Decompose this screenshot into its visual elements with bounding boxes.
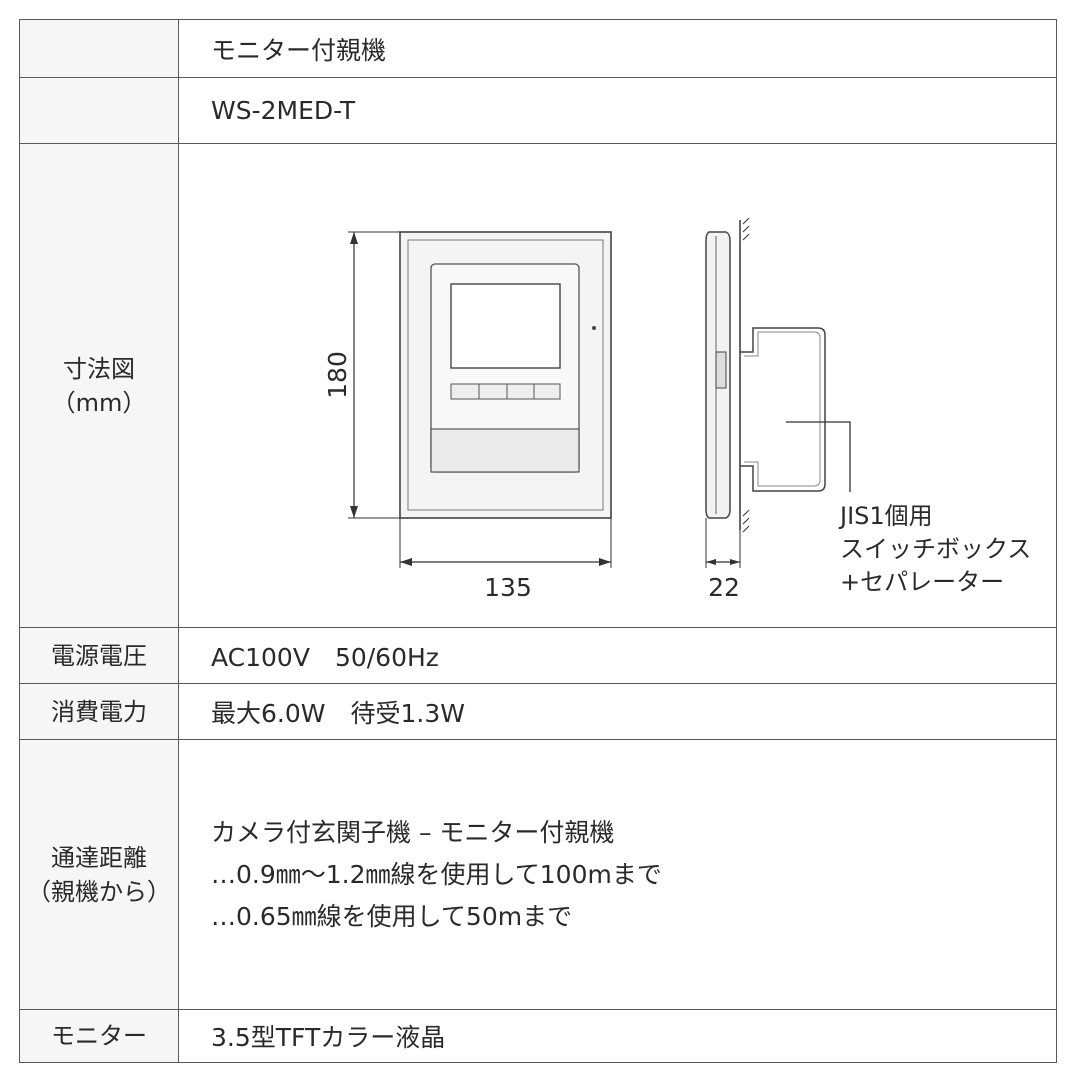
table-row-dimensions: 寸法図 （mm）	[20, 144, 1056, 628]
power-consumption-label: 消費電力	[20, 684, 179, 739]
power-voltage-value: AC100V 50/60Hz	[211, 642, 439, 672]
depth-dimension: 22	[705, 518, 741, 602]
height-dimension: 180	[323, 231, 400, 519]
distance-line: …0.65㎜線を使用して50mまで	[211, 902, 573, 931]
distance-line: …0.9㎜～1.2㎜線を使用して100mまで	[211, 860, 662, 889]
model-number-value: WS-2MED-T	[211, 96, 356, 125]
width-dimension: 135	[399, 518, 612, 602]
power-voltage-label: 電源電圧	[20, 628, 179, 683]
width-value: 135	[484, 573, 532, 602]
power-consumption-value: 最大6.0W 待受1.3W	[211, 698, 465, 728]
dimension-drawing-cell: 180 135	[178, 144, 1056, 627]
monitor-label: モニター	[20, 1010, 179, 1062]
height-value: 180	[323, 351, 352, 399]
distance-label: 通達距離 （親機から）	[20, 740, 179, 1009]
product-type-value: モニター付親機	[211, 35, 387, 65]
side-view	[705, 217, 851, 533]
table-row-monitor: モニター 3.5型TFTカラー液晶	[20, 1010, 1056, 1062]
switch-box-note: JIS1個用 スイッチボックス +セパレーター	[838, 502, 1031, 596]
dimensions-label: 寸法図 （mm）	[20, 144, 179, 627]
distance-value: カメラ付玄関子機 – モニター付親機 …0.9㎜～1.2㎜線を使用して100mま…	[178, 740, 1056, 1009]
row-label	[20, 20, 179, 77]
row-label	[20, 78, 179, 143]
dimensions-label-line2: （mm）	[51, 388, 147, 417]
distance-label-line2: （親機から）	[27, 877, 171, 906]
spec-table: モニター付親機 WS-2MED-T 寸法図 （mm）	[19, 19, 1057, 1063]
table-row-distance: 通達距離 （親機から） カメラ付玄関子機 – モニター付親機 …0.9㎜～1.2…	[20, 740, 1056, 1010]
monitor-value: 3.5型TFTカラー液晶	[211, 1023, 446, 1052]
distance-line: カメラ付玄関子機 – モニター付親機	[211, 818, 615, 847]
depth-value: 22	[708, 573, 740, 602]
table-row-power-voltage: 電源電圧 AC100V 50/60Hz	[20, 628, 1056, 684]
distance-label-line1: 通達距離	[51, 843, 147, 872]
dimensions-label-line1: 寸法図	[62, 354, 135, 383]
front-view	[399, 231, 612, 519]
box-note-line1: JIS1個用	[838, 502, 933, 530]
table-row-model: WS-2MED-T	[20, 78, 1056, 144]
box-note-line2: スイッチボックス	[840, 535, 1031, 563]
table-row-power-consumption: 消費電力 最大6.0W 待受1.3W	[20, 684, 1056, 740]
box-note-line3: +セパレーター	[840, 568, 1004, 596]
dimension-drawing: 180 135	[323, 217, 1031, 602]
table-row-product-type: モニター付親機	[20, 20, 1056, 78]
